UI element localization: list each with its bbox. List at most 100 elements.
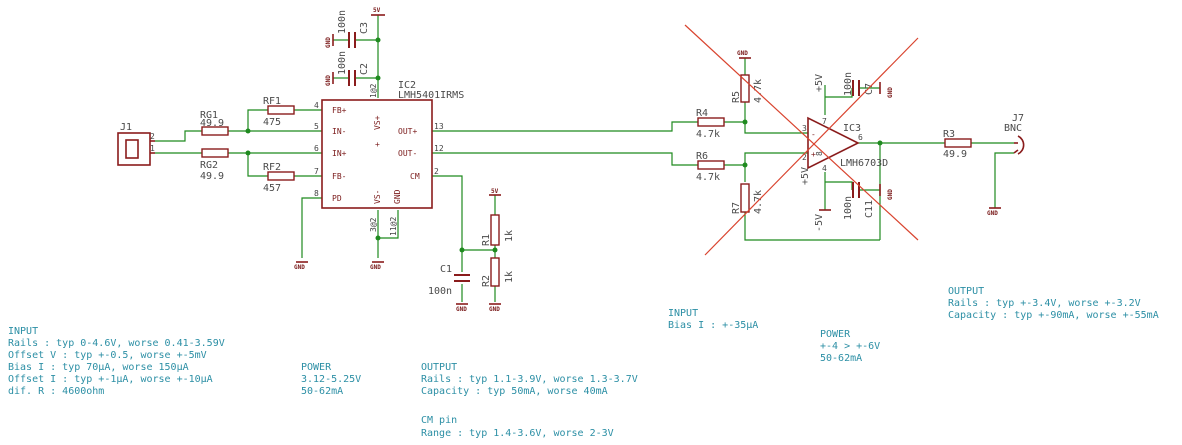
ic3-part: LMH6703D: [840, 158, 888, 169]
note-line: POWER: [820, 329, 851, 340]
note-line: 50-62mA: [820, 353, 862, 364]
rg2-ref: RG2: [200, 160, 218, 171]
resistor-r2: R2 1k: [481, 257, 515, 287]
c3-value: 100n: [337, 10, 348, 34]
junction-dot: [742, 119, 748, 125]
connector-j7: J7 BNC: [1004, 113, 1025, 155]
note-line: INPUT: [8, 326, 38, 337]
ic3-pin-7: 7: [822, 117, 827, 126]
junction-dot: [245, 128, 251, 134]
supply-5v-r1: 5V: [491, 188, 499, 195]
note-line: dif. R : 4600ohm: [8, 386, 104, 397]
supply-symbols: 5V GND GND GND GND 5V GND GND GND +5V GN…: [294, 7, 1001, 313]
rf1-value: 475: [263, 117, 281, 128]
note-line: OUTPUT: [948, 286, 984, 297]
j1-pin-1: 1: [150, 144, 155, 153]
wires: [155, 15, 1014, 302]
gnd-ic2: GND: [370, 264, 381, 271]
junction-dot: [459, 247, 465, 253]
capacitor-c3: 100n C3: [337, 10, 370, 48]
rf1-ref: RF1: [263, 96, 281, 107]
junction-dot: [742, 162, 748, 168]
r7-ref: R7: [731, 202, 742, 214]
junction-dot: [877, 140, 883, 146]
junction-dot: [375, 75, 381, 81]
note-ic3-output: OUTPUT Rails : typ +-3.4V, worse +-3.2V …: [948, 286, 1159, 321]
c2-ref: C2: [359, 63, 370, 75]
resistor-r5: R5 4.7k: [731, 74, 764, 103]
ic2-pinnum-2: 2: [434, 167, 439, 176]
ic2-part: LMH5401IRMS: [398, 90, 464, 101]
connector-j1: J1 2 1: [117, 122, 155, 166]
svg-text:-: -: [811, 130, 816, 139]
gnd-r5: GND: [737, 50, 748, 57]
note-line: Offset I : typ +-1µA, worse +-10µA: [8, 374, 213, 385]
ic2-pin-fbp: FB+: [332, 106, 347, 115]
note-line: Bias I : typ 70µA, worse 150µA: [8, 362, 189, 373]
note-line: Range : typ 1.4-3.6V, worse 2-3V: [421, 428, 614, 439]
ic2-pin-outp: OUT+: [398, 127, 417, 136]
c11-value: 100n: [843, 196, 854, 220]
gnd-c7: GND: [887, 87, 894, 98]
r2-value: 1k: [504, 271, 515, 283]
ic2-pins-bottom-right: 11@2: [389, 217, 398, 236]
ic2-pin-outm: OUT-: [398, 149, 417, 158]
capacitor-c7: 100n C7: [843, 72, 875, 96]
rg1-ref: RG1: [200, 110, 218, 121]
svg-text:+: +: [375, 140, 380, 149]
ic2-pinnum-8: 8: [314, 189, 319, 198]
resistor-rf2: RF2 457: [263, 162, 295, 194]
resistor-rg1: RG1 49.9: [200, 110, 229, 136]
c1-ref: C1: [440, 264, 452, 275]
note-line: 3.12-5.25V: [301, 374, 361, 385]
strike-line: [684, 24, 919, 241]
ic2-pin-inm: IN-: [332, 127, 346, 136]
supply-5v-ic2: 5V: [373, 7, 381, 14]
r2-ref: R2: [481, 275, 492, 287]
ic2-pinnum-6: 6: [314, 144, 319, 153]
note-ic2-power: POWER 3.12-5.25V 50-62mA: [301, 362, 361, 397]
ic3-pin-4: 4: [822, 164, 827, 173]
ic2-pin-vsp: VS+: [373, 115, 382, 130]
note-ic3-input: INPUT Bias I : +-35µA: [668, 308, 758, 331]
junction-dot: [375, 37, 381, 43]
note-line: CM pin: [421, 415, 457, 426]
c7-value: 100n: [843, 72, 854, 96]
ic2-pin-inp: IN+: [332, 149, 347, 158]
gnd-c2: GND: [325, 75, 332, 86]
note-line: INPUT: [668, 308, 698, 319]
c1-value: 100n: [428, 286, 452, 297]
gnd-r2: GND: [489, 306, 500, 313]
rg2-value: 49.9: [200, 171, 224, 182]
ic2-pin-gnd: GND: [393, 189, 402, 204]
note-ic2-output: OUTPUT Rails : typ 1.1-3.9V, worse 1.3-3…: [421, 362, 638, 397]
j1-pin-2: 2: [150, 132, 155, 141]
junction-dots: [245, 37, 883, 253]
supply-p5v-ic3-bottom: +5V: [800, 167, 811, 185]
junction-dot: [245, 150, 251, 156]
ic3-ref: IC3: [843, 123, 861, 134]
resistor-rf1: RF1 475: [263, 96, 295, 128]
note-line: Rails : typ 0-4.6V, worse 0.41-3.59V: [8, 338, 225, 349]
r6-value: 4.7k: [696, 172, 720, 183]
gnd-j7: GND: [987, 210, 998, 217]
j1-ref: J1: [120, 122, 132, 133]
note-line: OUTPUT: [421, 362, 457, 373]
resistor-r7: R7 4.7k: [731, 183, 764, 214]
c11-ref: C11: [864, 200, 875, 218]
resistor-r4: R4 4.7k: [696, 108, 725, 140]
ic2-pin-fbm: FB-: [332, 172, 346, 181]
gnd-c11: GND: [887, 189, 894, 200]
svg-text:+: +: [811, 150, 816, 159]
ic2-pins-bottom-left: 3@2: [369, 217, 378, 232]
note-ic2-input: INPUT Rails : typ 0-4.6V, worse 0.41-3.5…: [8, 326, 225, 397]
gnd-c1: GND: [456, 306, 467, 313]
ic2-chip: + IC2 LMH5401IRMS FB+ IN- IN+ FB- PD 4 5…: [314, 80, 464, 236]
note-ic3-power: POWER +-4 > +-6V 50-62mA: [820, 329, 880, 364]
ic2-pinnum-4: 4: [314, 101, 319, 110]
note-line: 50-62mA: [301, 386, 343, 397]
ic2-ref: IC2: [398, 80, 416, 91]
supply-m5v-ic3: -5V: [814, 214, 825, 232]
